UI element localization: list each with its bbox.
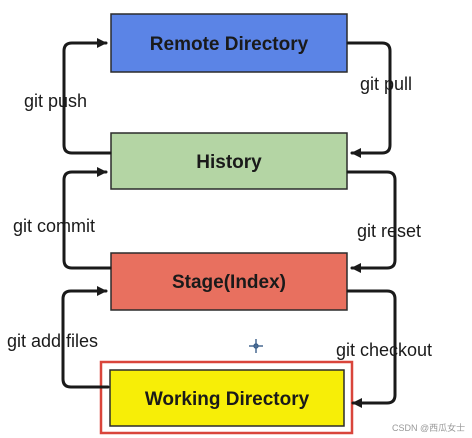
watermark: CSDN @西瓜女士 bbox=[392, 422, 465, 433]
git-add-files-arrow bbox=[61, 286, 110, 389]
git-push-label: git push bbox=[24, 91, 87, 111]
remote-directory-box bbox=[110, 13, 348, 73]
history-label: History bbox=[196, 152, 262, 173]
node-history: History bbox=[110, 132, 348, 190]
git-pull-arrow bbox=[346, 41, 392, 158]
git-reset-label: git reset bbox=[357, 221, 421, 241]
node-stage-index: Stage(Index) bbox=[110, 252, 348, 311]
git-checkout-label: git checkout bbox=[336, 340, 432, 360]
edge-git-checkout: git checkout bbox=[336, 289, 432, 408]
history-box bbox=[110, 132, 348, 190]
git-checkout-arrow bbox=[346, 289, 397, 408]
working-directory-label: Working Directory bbox=[145, 389, 310, 410]
crosshair-cursor-icon bbox=[249, 339, 263, 353]
working-directory-box bbox=[109, 369, 345, 427]
git-commit-label: git commit bbox=[13, 216, 95, 236]
stage-index-box bbox=[110, 252, 348, 311]
edge-git-commit: git commit bbox=[13, 167, 112, 270]
edge-git-reset: git reset bbox=[346, 170, 421, 273]
git-push-arrow bbox=[62, 38, 112, 155]
git-reset-arrow bbox=[346, 170, 397, 273]
remote-directory-label: Remote Directory bbox=[150, 34, 309, 55]
git-pull-label: git pull bbox=[360, 74, 412, 94]
node-remote-directory: Remote Directory bbox=[110, 13, 348, 73]
node-working-directory: Working Directory bbox=[99, 360, 354, 435]
git-add-files-label: git add files bbox=[7, 331, 98, 351]
edge-git-pull: git pull bbox=[346, 41, 412, 158]
working-directory-highlight bbox=[99, 360, 354, 435]
edge-git-add-files: git add files bbox=[7, 286, 110, 389]
stage-index-label: Stage(Index) bbox=[172, 272, 286, 293]
git-commit-arrow bbox=[62, 167, 112, 270]
edge-git-push: git push bbox=[24, 38, 112, 155]
